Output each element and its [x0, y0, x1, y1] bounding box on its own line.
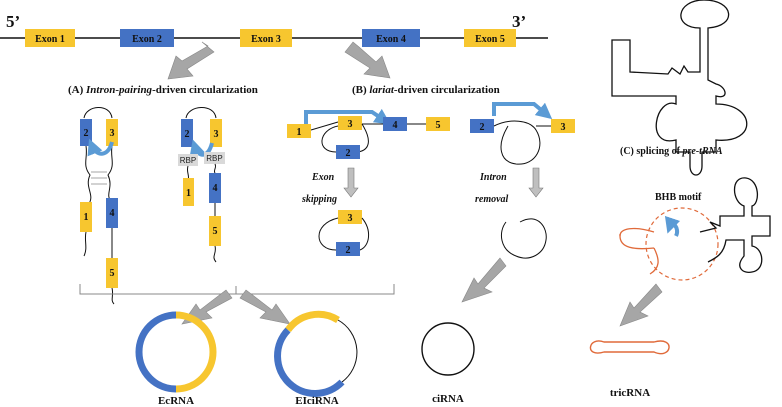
gray-arrow-to-cirna: [461, 257, 507, 303]
svg-text:4: 4: [213, 183, 218, 194]
svg-text:2: 2: [346, 148, 351, 159]
svg-text:4: 4: [110, 208, 115, 219]
svg-text:2: 2: [84, 128, 89, 139]
intron-removal-label-line2: removal: [475, 194, 509, 205]
gray-arrow-to-b: [344, 41, 391, 79]
svg-text:1: 1: [297, 127, 302, 138]
svg-text:3: 3: [214, 129, 219, 140]
rbp-label-right: RBP: [206, 154, 222, 163]
panel-b-intron-removal: 2 3 Intron removal: [470, 102, 575, 259]
exon-1-label: Exon 1: [35, 34, 65, 45]
exon-1-box: [25, 29, 75, 47]
svg-text:4: 4: [393, 120, 398, 131]
eicirna-label: EIciRNA: [295, 395, 338, 407]
eicirna-circle: [274, 310, 358, 397]
exon-5-box: [464, 29, 516, 47]
panel-c-splicing: BHB motif: [619, 177, 771, 281]
rbp-label-left: RBP: [180, 156, 196, 165]
ecrna-label: EcRNA: [158, 395, 194, 407]
svg-text:1: 1: [84, 212, 89, 223]
svg-text:2: 2: [346, 245, 351, 256]
svg-text:2: 2: [185, 129, 190, 140]
exon-skipping-label-line1: Exon: [311, 172, 335, 183]
ecrna-circle: [135, 311, 217, 393]
svg-text:5: 5: [436, 120, 441, 131]
gray-arrow-to-a: [167, 41, 215, 80]
panel-a-title: (A) Intron-pairing-driven circularizatio…: [68, 84, 258, 96]
svg-text:3: 3: [348, 119, 353, 130]
svg-text:5: 5: [110, 268, 115, 279]
gray-arrow-to-eicirna: [239, 289, 291, 325]
panel-a-rbp: 2 3 RBP RBP 1 4 5: [178, 107, 225, 263]
exon-2-label: Exon 2: [132, 34, 162, 45]
bhb-motif-label: BHB motif: [655, 192, 702, 203]
panel-c-title: (C) splicing of pre-tRNA: [620, 146, 723, 157]
five-prime-label: 5’: [6, 12, 20, 31]
tricrna-label: tricRNA: [610, 387, 650, 399]
panel-a-bracket: [79, 284, 395, 295]
svg-text:3: 3: [561, 122, 566, 133]
bhb-motif-circle: [645, 207, 719, 281]
gray-arrow-to-tricrna: [619, 283, 663, 327]
exon-3-label: Exon 3: [251, 34, 281, 45]
exon-4-box: [362, 29, 420, 47]
intron-removal-label-line1: Intron: [479, 172, 507, 183]
svg-text:3: 3: [110, 128, 115, 139]
svg-text:1: 1: [186, 188, 191, 199]
exon-2-box: [120, 29, 174, 47]
pre-mrna: 5’ 3’ Exon 1 Exon 2 Exon 3 Exon 4 Exon 5: [0, 12, 548, 47]
svg-text:5: 5: [213, 226, 218, 237]
panel-a-intron-pairing: 2 3 1 4 5: [80, 107, 118, 305]
cirna-circle: [421, 322, 475, 376]
cirna-label: ciRNA: [432, 393, 464, 405]
svg-text:3: 3: [348, 213, 353, 224]
svg-text:2: 2: [480, 122, 485, 133]
tricrna-shape: [589, 340, 670, 355]
panel-c-pre-trna: (C) splicing of pre-tRNA: [611, 0, 748, 176]
panel-b-title: (B) lariat-driven circularization: [352, 84, 500, 96]
exon-4-label: Exon 4: [376, 34, 406, 45]
panel-b-exon-skipping: 1 3 4 5 2 Exon skipping 3 2: [287, 108, 450, 256]
exon-3-box: [240, 29, 292, 47]
three-prime-label: 3’: [512, 12, 526, 31]
exon-5-label: Exon 5: [475, 34, 505, 45]
exon-skipping-label-line2: skipping: [301, 194, 337, 205]
